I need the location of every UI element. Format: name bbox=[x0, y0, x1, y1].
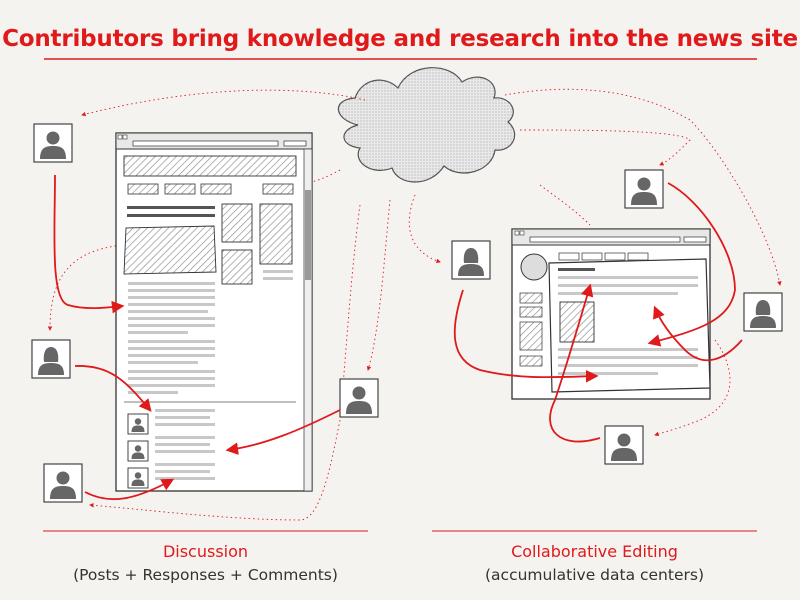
discussion-browser-window bbox=[115, 132, 313, 492]
editing-label: Collaborative Editing bbox=[511, 542, 678, 561]
cloud-icon bbox=[337, 67, 516, 183]
discussion-sublabel: (Posts + Responses + Comments) bbox=[73, 566, 338, 584]
editing-sublabel: (accumulative data centers) bbox=[485, 566, 704, 584]
discussion-label: Discussion bbox=[162, 542, 249, 561]
diagram-title: Contributors bring knowledge and researc… bbox=[2, 26, 798, 52]
contributor-avatars bbox=[31, 123, 783, 503]
contribution-arrows bbox=[53, 174, 743, 501]
editing-browser-window bbox=[511, 228, 711, 400]
cloud-links bbox=[47, 88, 782, 521]
